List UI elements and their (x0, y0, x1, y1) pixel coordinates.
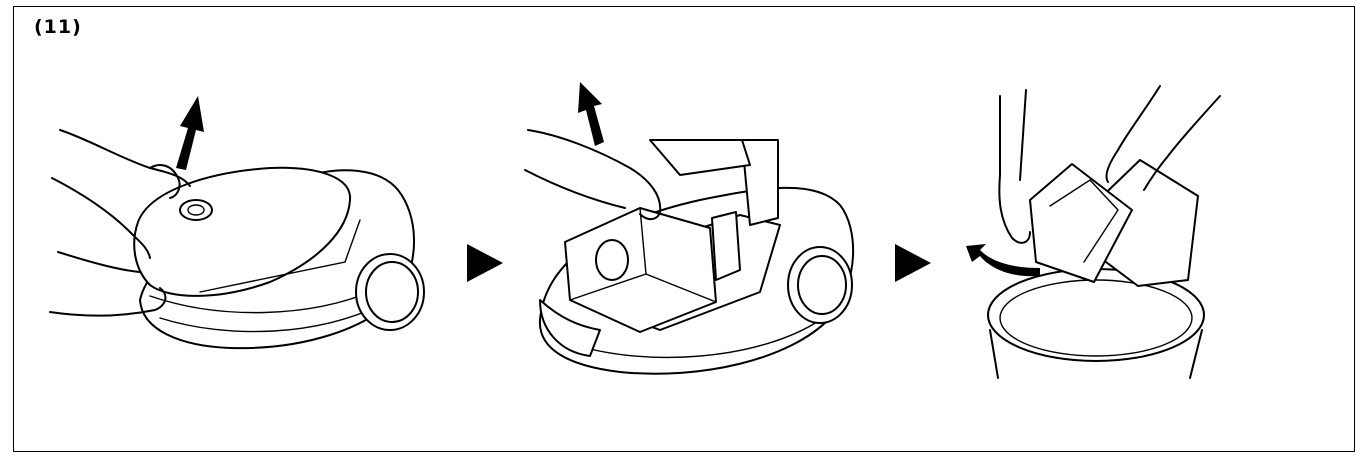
panel-2-dust-bag (524, 82, 855, 375)
play-arrow-icon (467, 244, 503, 282)
panel-1-vacuum-cover (49, 96, 425, 350)
curved-arrow-icon (966, 244, 1040, 277)
panel-3-empty-bag (966, 85, 1221, 379)
up-arrow-icon (176, 96, 204, 170)
play-arrow-icon (895, 244, 931, 282)
step-number: (11) (34, 16, 82, 38)
up-arrow-icon (578, 82, 604, 146)
